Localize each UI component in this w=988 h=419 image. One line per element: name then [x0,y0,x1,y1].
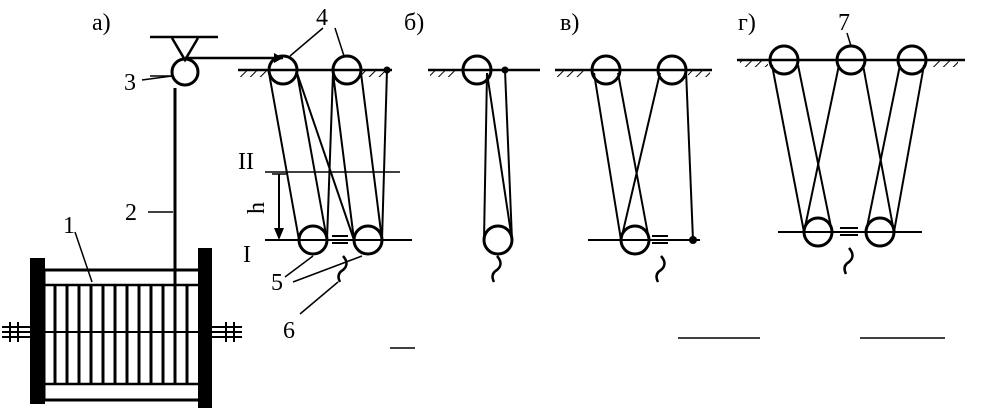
panel-b [428,54,540,283]
height-dimension [272,173,286,240]
height-label: h [244,202,270,214]
panel-g [737,32,965,275]
level-ii-label: II [238,149,254,175]
rope-strands-g [771,64,925,233]
callout-4: 4 [316,5,328,31]
fixed-pulley-right [331,54,363,86]
callout-3: 3 [124,70,136,96]
winch-drum [2,248,242,408]
fixed-pulley-g-right [896,44,928,76]
hook-a [332,235,348,283]
callout-5: 5 [271,270,283,296]
hook-b [491,255,502,283]
callout-leaders-a [74,27,363,315]
panel-label-v: в) [560,10,579,36]
fixed-pulley-v-left [590,54,622,86]
panel-v [555,54,712,283]
rope-strands-v [593,69,694,241]
fixed-pulley-left [267,54,299,86]
rope-strands-a [268,69,388,241]
panel-label-b: б) [404,10,424,36]
callout-6: 6 [283,318,295,344]
hook-g [840,227,858,275]
panel-a [2,27,412,408]
panel-label-a: а) [92,10,111,36]
callout-leader-7 [846,32,852,47]
rope-strands-b [483,69,513,241]
hook-v [652,235,668,283]
ceiling-a [238,66,392,77]
level-i-label: I [243,242,251,268]
movable-pulley-b [482,224,514,256]
panel-label-g: г) [738,10,756,36]
callout-7: 7 [838,10,850,36]
fixed-pulley-b [461,54,493,86]
drum-rope-windings [53,285,189,384]
fixed-pulley-g-left [768,44,800,76]
callout-2: 2 [125,200,137,226]
scan-marks [390,337,945,349]
callout-1: 1 [63,213,75,239]
